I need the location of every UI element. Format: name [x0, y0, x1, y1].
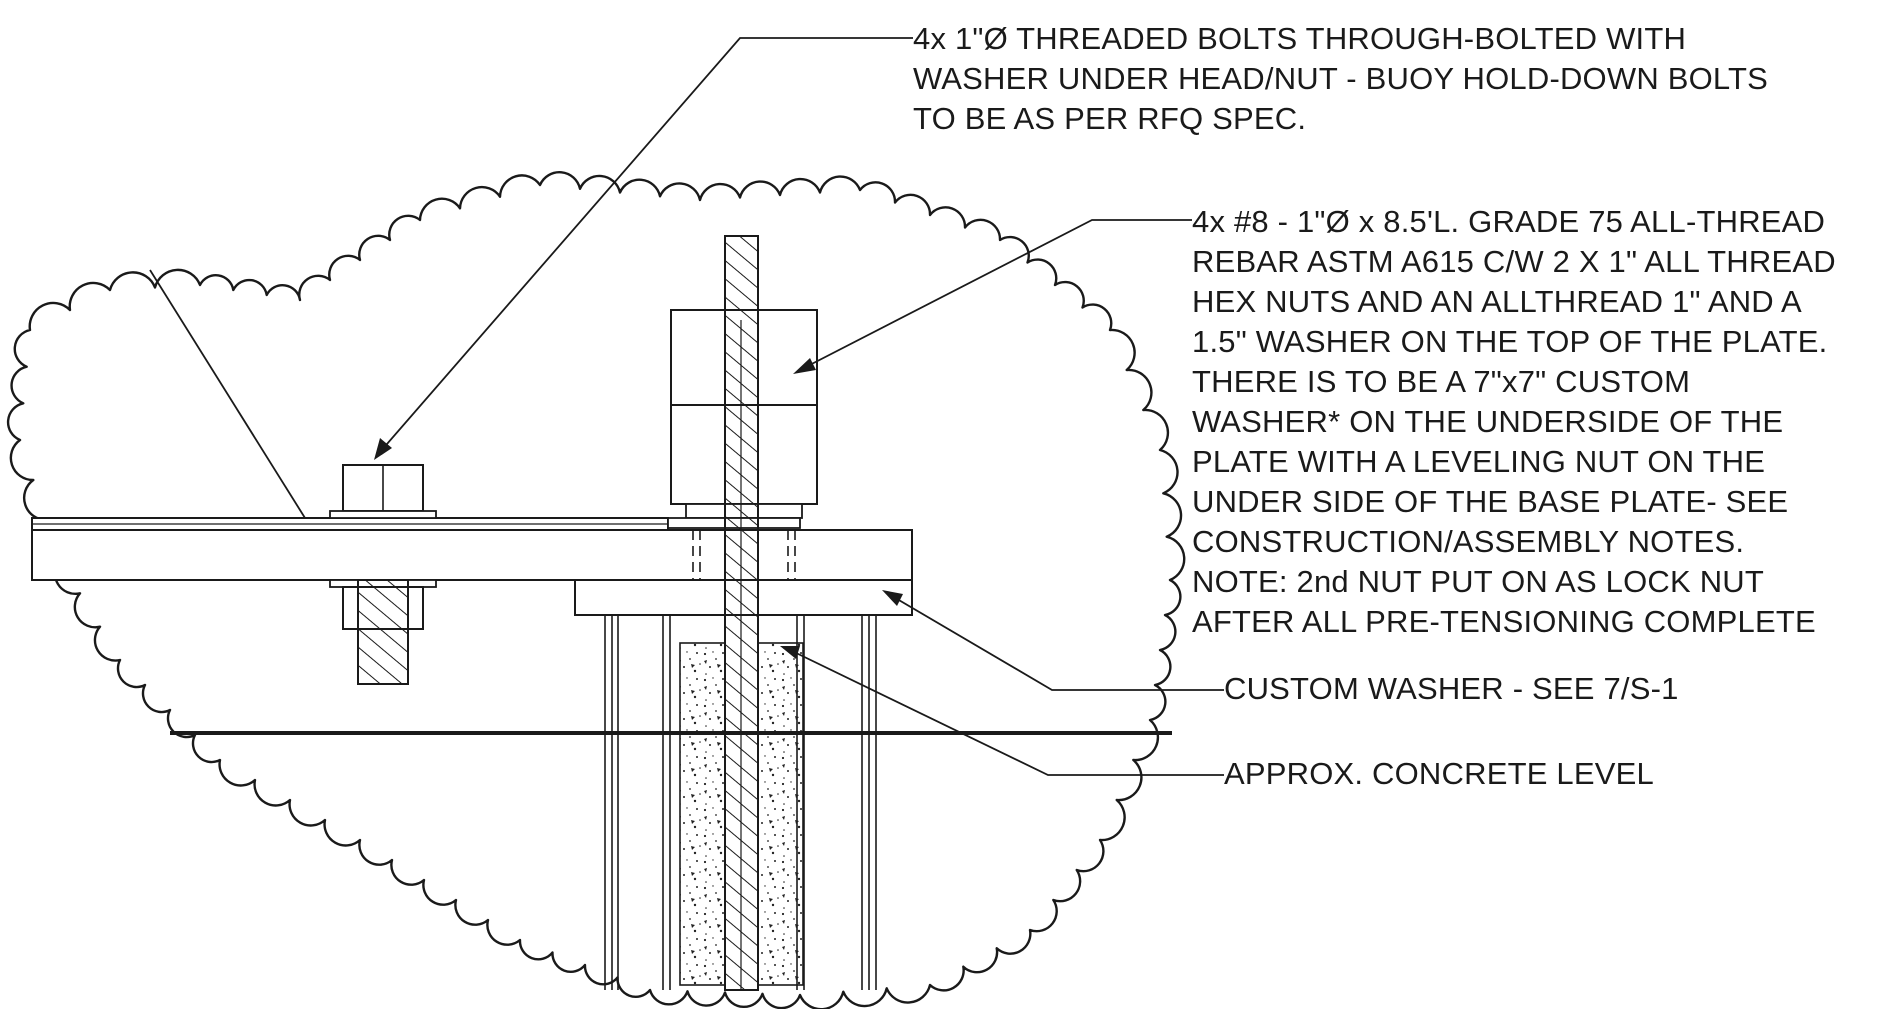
note-threaded-bolts: 4x 1"Ø THREADED BOLTS THROUGH-BOLTED WIT… [913, 19, 1768, 139]
note-line: THERE IS TO BE A 7"x7" CUSTOM [1192, 364, 1691, 399]
note-line: WASHER UNDER HEAD/NUT - BUOY HOLD-DOWN B… [913, 61, 1769, 96]
note-line: 4x 1"Ø THREADED BOLTS THROUGH-BOLTED WIT… [913, 21, 1687, 56]
arrow-concrete [780, 646, 800, 659]
leader-plate [149, 269, 306, 519]
arrow-washer [882, 590, 903, 606]
bolt-shank [357, 579, 409, 685]
leader-rebar [799, 219, 1192, 371]
arrow-rebar [793, 358, 816, 374]
leader-arrowheads [374, 358, 903, 659]
bolt-washer-top [329, 510, 437, 519]
leader-bolts [379, 37, 913, 453]
note-line: WASHER* ON THE UNDERSIDE OF THE [1192, 404, 1784, 439]
note-line: HEX NUTS AND AN ALLTHREAD 1" AND A [1192, 284, 1802, 319]
note-line: PLATE WITH A LEVELING NUT ON THE [1192, 444, 1766, 479]
note-concrete-level: APPROX. CONCRETE LEVEL [1224, 754, 1654, 794]
leader-washer [891, 595, 1224, 691]
note-line: CUSTOM WASHER - SEE 7/S-1 [1224, 671, 1679, 706]
concrete-fill-right [757, 642, 804, 986]
note-all-thread-rebar: 4x #8 - 1"Ø x 8.5'L. GRADE 75 ALL-THREAD… [1192, 202, 1836, 642]
note-line: REBAR ASTM A615 C/W 2 X 1" ALL THREAD [1192, 244, 1836, 279]
note-line: 4x #8 - 1"Ø x 8.5'L. GRADE 75 ALL-THREAD [1192, 204, 1826, 239]
plate-hole-hidden-lines [692, 530, 796, 580]
leader-lines [149, 37, 1224, 776]
arrow-bolts [374, 438, 392, 460]
leader-concrete [789, 649, 1224, 776]
note-line: TO BE AS PER RFQ SPEC. [913, 101, 1307, 136]
note-custom-washer: CUSTOM WASHER - SEE 7/S-1 [1224, 669, 1679, 709]
anchor-detail [31, 37, 1224, 991]
note-line: UNDER SIDE OF THE BASE PLATE- SEE [1192, 484, 1789, 519]
note-line: APPROX. CONCRETE LEVEL [1224, 756, 1654, 791]
note-line: 1.5" WASHER ON THE TOP OF THE PLATE. [1192, 324, 1828, 359]
note-line: CONSTRUCTION/ASSEMBLY NOTES. [1192, 524, 1745, 559]
note-line: AFTER ALL PRE-TENSIONING COMPLETE [1192, 604, 1816, 639]
revision-cloud [6, 171, 1186, 1009]
base-plate [31, 529, 913, 581]
note-line: NOTE: 2nd NUT PUT ON AS LOCK NUT [1192, 564, 1764, 599]
concrete-fill-left [679, 642, 726, 986]
